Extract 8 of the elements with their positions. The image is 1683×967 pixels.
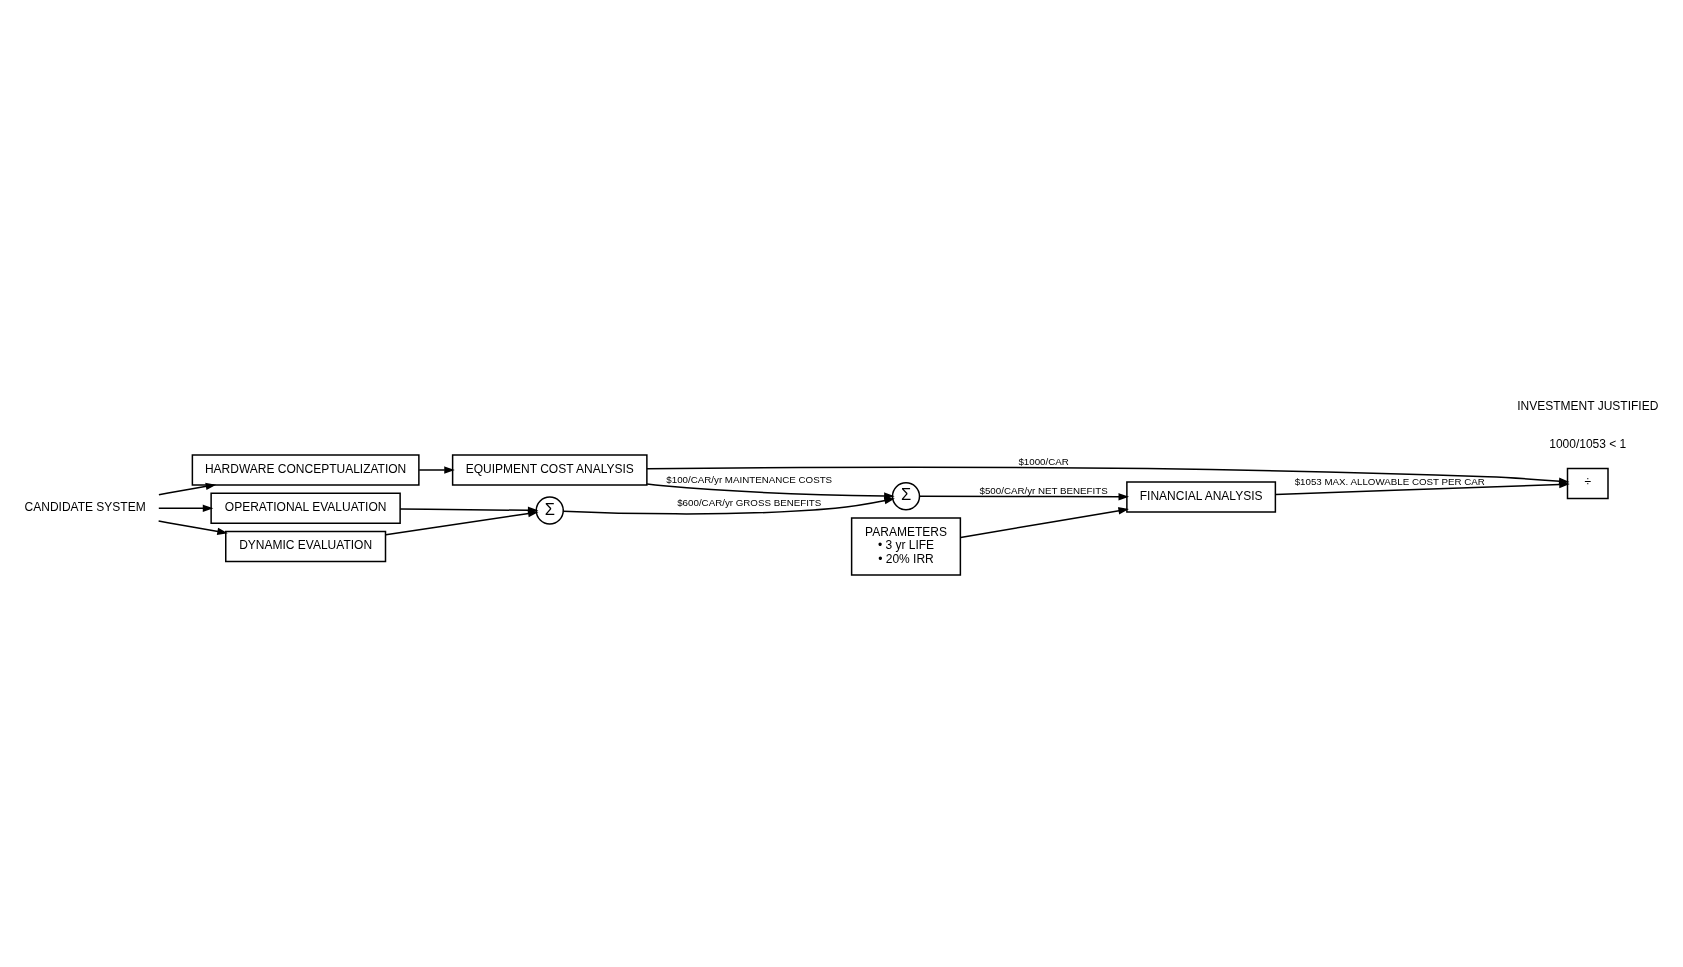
edge-label: $100/CAR/yr MAINTENANCE COSTS xyxy=(666,474,833,486)
edge-label: $500/CAR/yr NET BENEFITS xyxy=(979,485,1108,497)
node-text: CANDIDATE SYSTEM xyxy=(24,500,146,515)
edge-label: $1000/CAR xyxy=(1018,456,1069,468)
node-label: 1000/1053 < 1 xyxy=(1549,437,1627,452)
edge-label: $1053 MAX. ALLOWABLE COST PER CAR xyxy=(1294,475,1485,487)
node-label: INVESTMENT JUSTIFIED xyxy=(1517,398,1659,413)
edge-label: $600/CAR/yr GROSS BENEFITS xyxy=(677,496,822,508)
